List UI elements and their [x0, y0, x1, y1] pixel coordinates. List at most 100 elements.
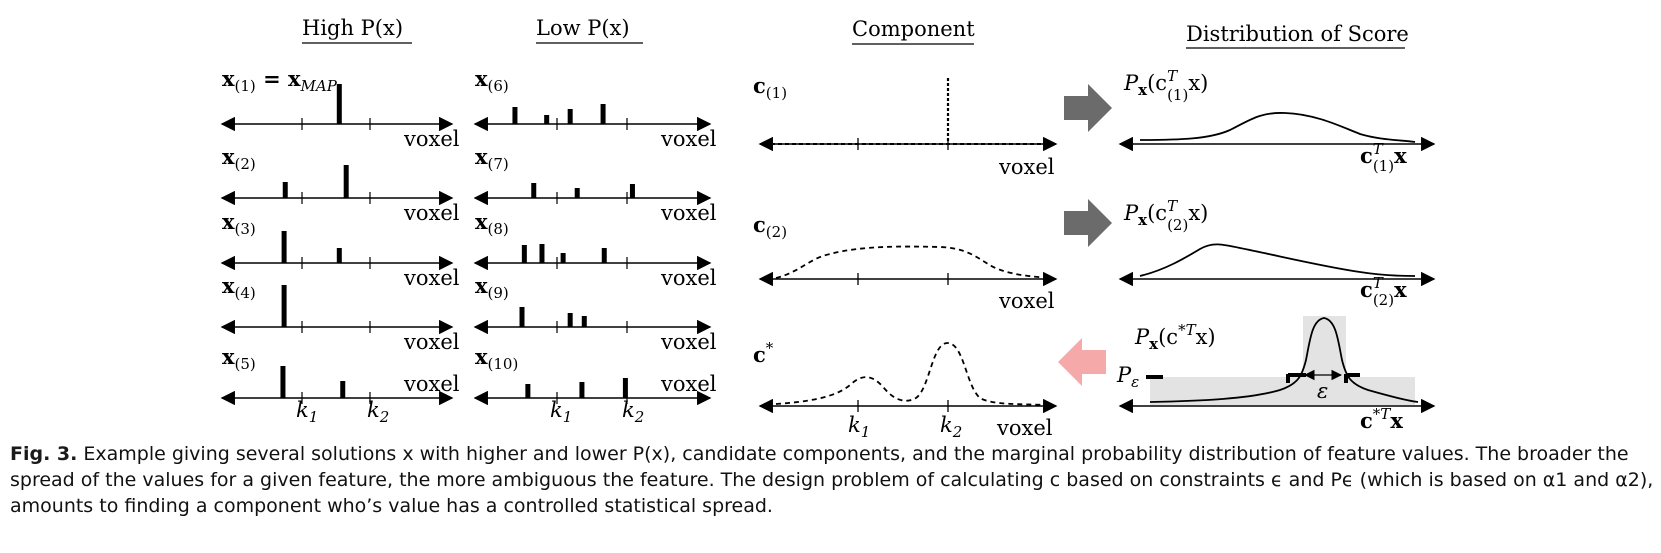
heading-distribution: Distribution of Score	[1186, 22, 1409, 49]
solution-label: x(5)	[222, 344, 256, 373]
distribution-panel-1: Px(cT(1)x) cT(1)x	[1118, 67, 1436, 175]
axis-word: voxel	[660, 372, 717, 396]
spike-bar	[281, 285, 287, 327]
caption-text: Example giving several solutions x with …	[10, 443, 1654, 517]
component-panel-2: c(2) voxel	[753, 212, 1058, 313]
svg-text:Px(c*Tx): Px(c*Tx)	[1134, 321, 1216, 353]
svg-text:k2: k2	[940, 413, 962, 440]
spike-bar	[525, 384, 531, 398]
dist-1-p: P	[1123, 71, 1139, 95]
dist-2-p: P	[1123, 201, 1139, 225]
solution-label: x(1) = xMAP	[222, 66, 338, 95]
p-epsilon-label: Pε	[1116, 363, 1139, 391]
heading-high-text: High P(x)	[302, 16, 403, 40]
svg-text:voxel: voxel	[998, 155, 1055, 179]
spike-bar	[581, 316, 587, 327]
tick-k1-high: k	[296, 398, 309, 422]
solution-label: x(2)	[222, 144, 256, 173]
spike-bar	[544, 115, 550, 124]
spike-bar	[340, 381, 346, 398]
svg-text:c(2): c(2)	[753, 212, 787, 241]
tick-k2-low: k	[622, 398, 635, 422]
high-probability-solutions: x(1) = xMAP voxel x(2) voxel x(3) voxel x(4) vo…	[220, 66, 460, 406]
figure-caption: Fig. 3.Example giving several solutions …	[10, 441, 1655, 519]
spike-bar	[601, 248, 607, 263]
distribution-panel-3: Px(c*Tx) Pε ε c*Tx	[1116, 316, 1436, 433]
distribution-panel-2: Px(cT(2)x) cT(2)x	[1118, 197, 1436, 309]
solutions_low-panel-3: x(8)voxel	[473, 209, 717, 290]
axis-word: voxel	[660, 127, 717, 151]
arrow-left-pink	[1058, 338, 1106, 386]
arrow-right-2	[1064, 199, 1112, 247]
heading-component-text: Component	[852, 17, 975, 41]
spike-bar	[579, 382, 585, 398]
solution-label: x(6)	[475, 66, 509, 95]
epsilon-label: ε	[1317, 379, 1328, 403]
dist-3-p: P	[1134, 325, 1150, 349]
spike-bar	[539, 244, 545, 263]
shaded-region-peak	[1303, 316, 1346, 405]
svg-text:Low P(x): Low P(x)	[536, 16, 630, 40]
tick-k1-low: k	[550, 398, 563, 422]
svg-text:k2: k2	[367, 398, 389, 426]
component-2-axis-word: voxel	[998, 289, 1055, 313]
spike-bar	[629, 184, 635, 198]
solutions_high-panel-3: x(3) voxel	[220, 209, 460, 290]
spike-bar	[336, 248, 342, 263]
axis-word: voxel	[403, 372, 460, 396]
heading-component: Component	[852, 17, 975, 45]
heading-distribution-text: Distribution of Score	[1186, 22, 1409, 46]
spike-bar	[336, 84, 342, 124]
solution-label: x(7)	[475, 144, 509, 173]
svg-text:k1: k1	[848, 413, 870, 440]
svg-text:High P(x): High P(x)	[302, 16, 403, 40]
spike-bar	[521, 245, 527, 263]
svg-text:k1: k1	[296, 398, 318, 426]
solutions_high-panel-4: x(4) voxel	[220, 273, 460, 354]
dist-2-xlabel: c	[1360, 277, 1373, 302]
spike-bar	[519, 307, 525, 327]
axis-word: voxel	[403, 201, 460, 225]
component-3-axis-word: voxel	[996, 416, 1053, 440]
spike-bar	[560, 253, 566, 263]
solution-label: x(10)	[475, 344, 518, 373]
solutions_low-panel-5: x(10) voxel	[473, 344, 717, 406]
spike-bar	[280, 366, 286, 398]
solutions_high-panel-1: x(1) = xMAP voxel	[220, 66, 460, 151]
figure-3: High P(x) Low P(x) Component Distributio…	[220, 16, 1436, 440]
svg-text:voxel: voxel	[998, 289, 1055, 313]
axis-word: voxel	[403, 330, 460, 354]
solution-label: x(4)	[222, 273, 256, 302]
spike-bar	[531, 183, 537, 198]
spike-bar	[574, 188, 580, 198]
svg-text:Px(cT(1)x): Px(cT(1)x)	[1123, 67, 1208, 104]
component-panel-3: c* k1 k2 voxel	[753, 339, 1058, 440]
low-probability-solutions: x(6)voxelx(7)voxelx(8)voxelx(9)voxelx(10…	[473, 66, 717, 406]
solution-label: x(3)	[222, 209, 256, 238]
component-2-label: c	[753, 212, 766, 237]
solutions_low-panel-4: x(9) voxel	[473, 273, 717, 354]
component-3-label: c	[753, 342, 766, 367]
solution-tick-labels: k1 k2 k1 k2	[296, 398, 644, 426]
heading-low-text: Low P(x)	[536, 16, 630, 40]
svg-text:cT(1)x: cT(1)x	[1360, 140, 1407, 175]
spike-bar	[567, 109, 573, 124]
component-1-label: c	[753, 73, 766, 98]
heading-high: High P(x)	[302, 16, 412, 44]
spike-bar	[282, 182, 288, 198]
axis-word: voxel	[660, 330, 717, 354]
svg-text:k1: k1	[550, 398, 572, 426]
figure-label: Fig. 3.	[10, 443, 78, 465]
axis-word: voxel	[403, 266, 460, 290]
spike-bar	[567, 313, 573, 327]
svg-text:c*Tx: c*Tx	[1360, 405, 1403, 433]
spike-bar	[512, 107, 518, 124]
tick-k2-high: k	[367, 398, 380, 422]
axis-word: voxel	[660, 201, 717, 225]
component-1-axis-word: voxel	[998, 155, 1055, 179]
svg-text:Component: Component	[852, 17, 975, 41]
axis-word: voxel	[403, 127, 460, 151]
svg-text:Px(cT(2)x): Px(cT(2)x)	[1123, 197, 1208, 234]
svg-text:c*: c*	[753, 339, 774, 367]
solution-label: x(9)	[475, 273, 509, 302]
